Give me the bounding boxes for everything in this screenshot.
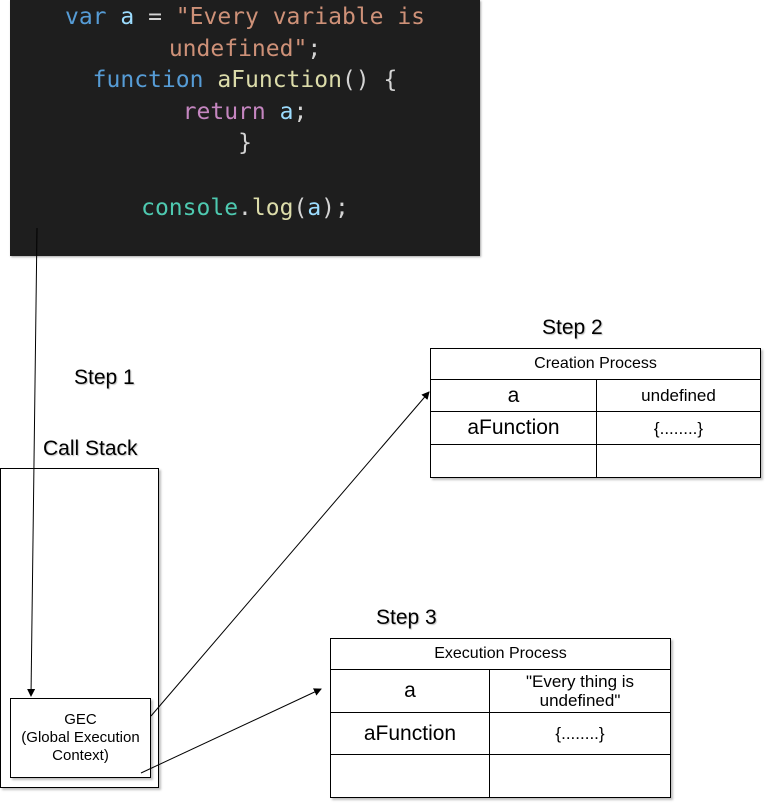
creation-row-value: {........} (596, 411, 761, 445)
execution-value-line: "Every thing is (525, 672, 635, 691)
gec-title: GEC (64, 711, 97, 728)
code-lines: var a = "Every variable is undefined"; f… (10, 2, 480, 224)
code-line-4: return a; (10, 97, 480, 129)
gec-text: GEC (Global Execution Context) (21, 711, 139, 765)
code-variable: a (279, 98, 294, 125)
execution-row-value: {........} (489, 712, 671, 755)
step-3-label: Step 3 (376, 606, 437, 629)
code-punctuation: . (238, 194, 252, 221)
arrow-gec-to-creation (150, 391, 430, 717)
execution-row-value (489, 754, 671, 798)
code-string: undefined" (168, 35, 308, 62)
call-stack-label: Call Stack (43, 437, 138, 460)
code-punctuation: ); (321, 194, 349, 221)
call-stack-box (0, 468, 159, 788)
code-line-5: } (10, 128, 480, 160)
code-keyword: var (64, 4, 107, 30)
arrow-gec-to-execution (140, 688, 322, 774)
code-keyword: function (92, 67, 204, 93)
gec-box: GEC (Global Execution Context) (10, 698, 151, 778)
creation-row-name (430, 444, 597, 478)
code-variable: a (120, 4, 135, 30)
code-keyword: return (182, 98, 266, 125)
code-punctuation: ; (307, 35, 322, 62)
code-function-name: aFunction (217, 67, 342, 93)
code-punctuation: ( (293, 194, 308, 221)
code-punctuation: ; (293, 98, 308, 125)
code-string: "Every variable is (175, 4, 426, 30)
code-line-2: undefined"; (10, 34, 480, 66)
gec-subtitle: (Global Execution (21, 729, 140, 746)
code-punctuation: } (238, 130, 252, 156)
code-object: console (141, 194, 239, 221)
step-2-label: Step 2 (542, 316, 603, 339)
code-punctuation: = (134, 4, 176, 30)
gec-subtitle-cont: Context) (52, 747, 109, 764)
execution-row-value: "Every thing is undefined" (489, 669, 671, 713)
creation-process-table: Creation Process a undefined aFunction {… (430, 348, 761, 478)
code-line-3: function aFunction() { (10, 65, 480, 97)
execution-row-name: aFunction (330, 712, 490, 755)
step-1-label: Step 1 (74, 366, 135, 389)
code-line-7: console.log(a); (10, 193, 480, 225)
code-variable: a (307, 194, 322, 221)
execution-process-table: Execution Process a "Every thing is unde… (330, 638, 671, 798)
execution-row-name (330, 754, 490, 798)
arrow-code-to-gec (27, 227, 38, 697)
code-punctuation: () { (341, 67, 398, 93)
code-line-1: var a = "Every variable is (10, 2, 480, 34)
execution-value-line: undefined" (539, 691, 621, 710)
creation-row-value (596, 444, 761, 478)
code-function-name: log (251, 194, 294, 221)
code-snippet-panel: var a = "Every variable is undefined"; f… (10, 0, 480, 256)
